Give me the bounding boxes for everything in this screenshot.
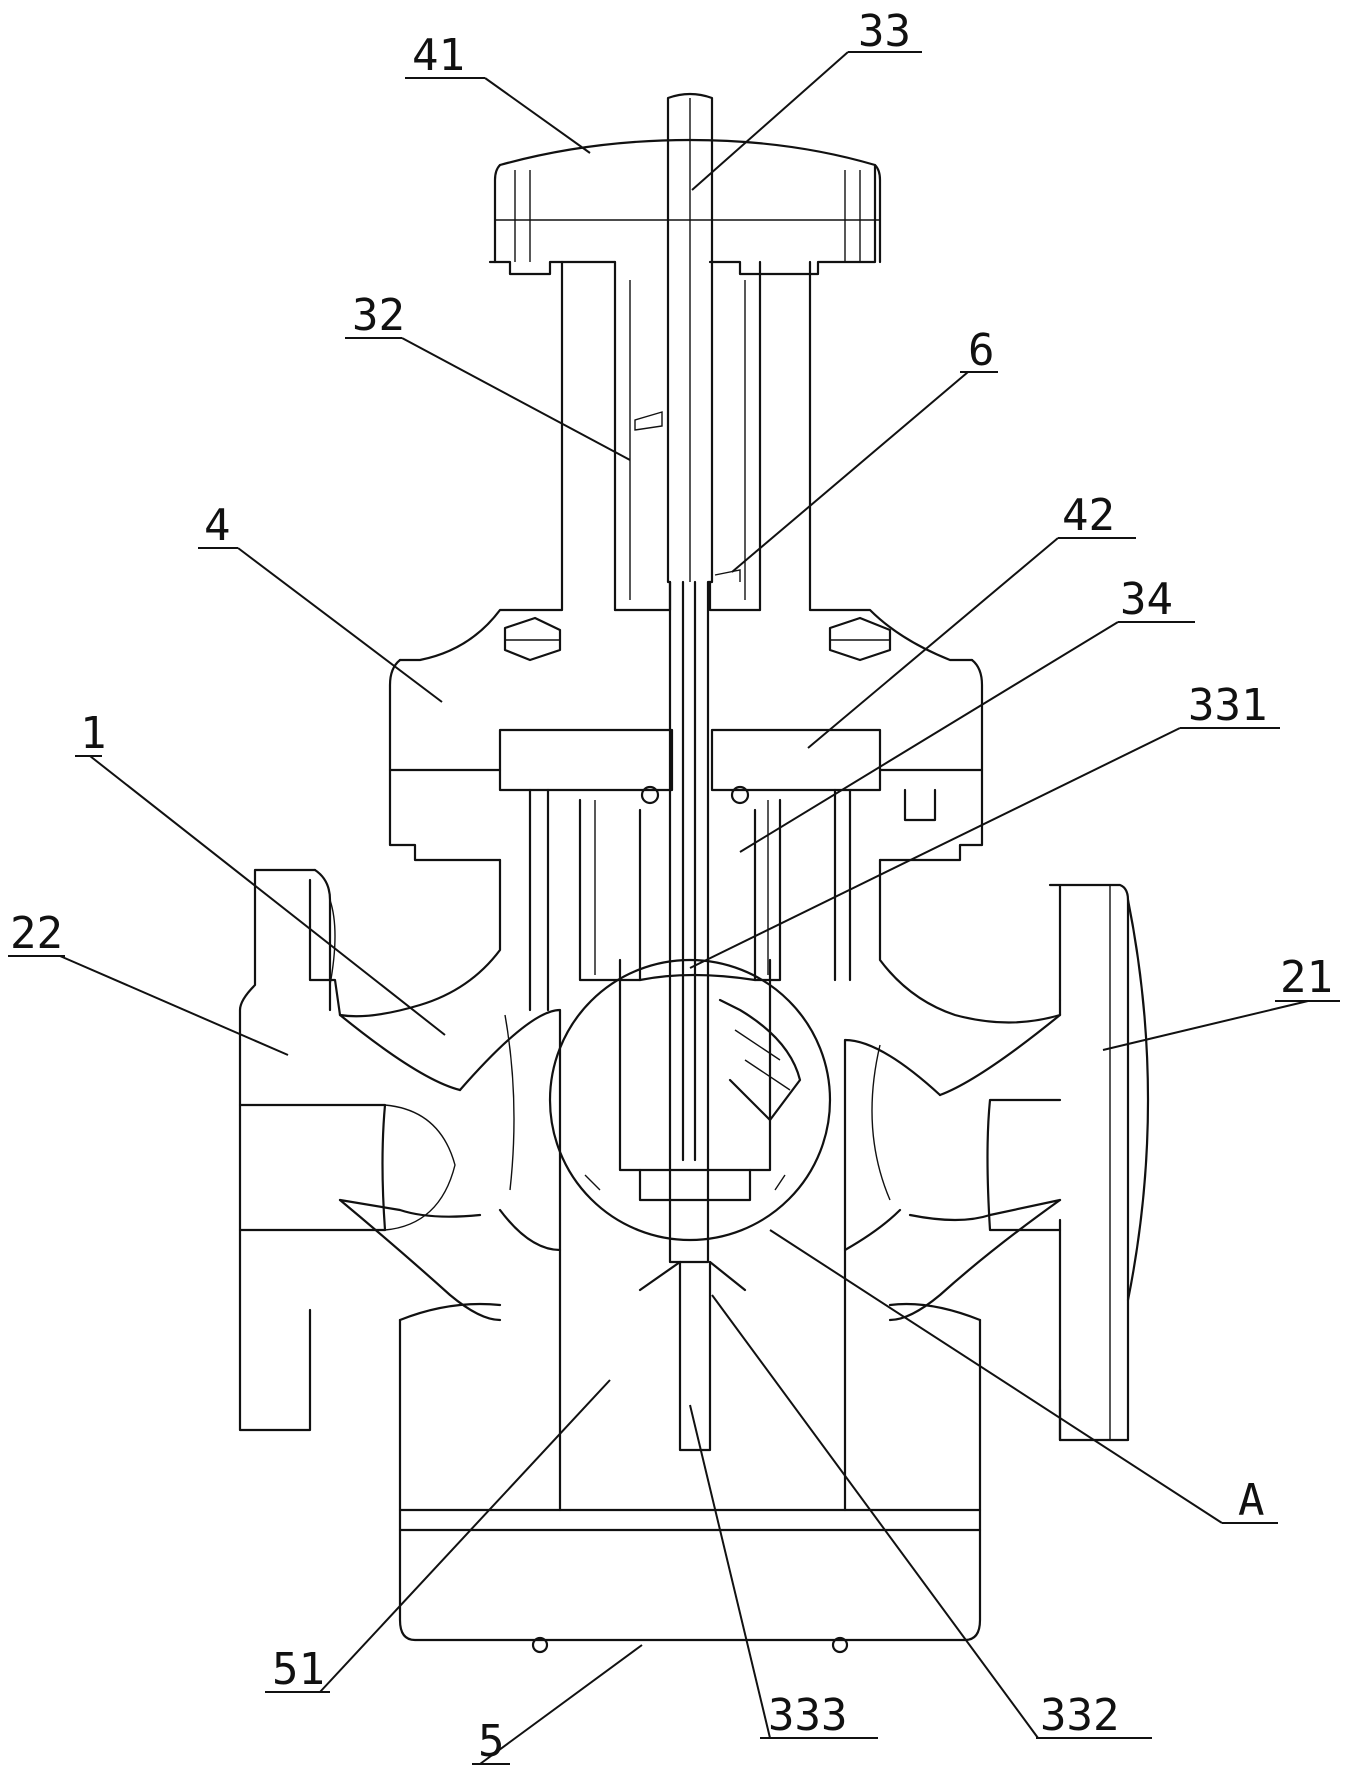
top-cover-41: [488, 138, 882, 276]
label-34: 34: [1120, 574, 1173, 625]
label-33: 33: [858, 6, 911, 57]
label-331: 331: [1188, 680, 1267, 731]
bonnet-neck: [398, 260, 974, 662]
label-21: 21: [1280, 952, 1333, 1003]
label-4: 4: [204, 500, 231, 551]
valve-body-1: [308, 858, 1062, 1322]
stem-33: [666, 92, 714, 1264]
label-32: 32: [352, 290, 405, 341]
label-a: A: [1238, 1475, 1265, 1526]
bonnet-4: [388, 616, 984, 862]
bottom-parts: [398, 1248, 982, 1654]
left-flange-22: [238, 868, 456, 1432]
plate-42: [498, 728, 937, 822]
sleeve-34: [528, 788, 852, 1012]
leader-lines: [59, 51, 1309, 1765]
label-51: 51: [272, 1644, 325, 1695]
part-labels: 41 33 32 6 4 42 34 331 1 22 21 A 51 5 33…: [8, 6, 1340, 1767]
label-22: 22: [10, 908, 63, 959]
detail-circle-a: [548, 958, 832, 1242]
label-41: 41: [412, 30, 465, 81]
label-333: 333: [768, 1690, 847, 1741]
label-42: 42: [1062, 490, 1115, 541]
label-332: 332: [1040, 1690, 1119, 1741]
label-5: 5: [478, 1716, 505, 1767]
right-flange-21: [986, 883, 1150, 1442]
label-6: 6: [968, 325, 995, 376]
label-1: 1: [80, 708, 107, 759]
